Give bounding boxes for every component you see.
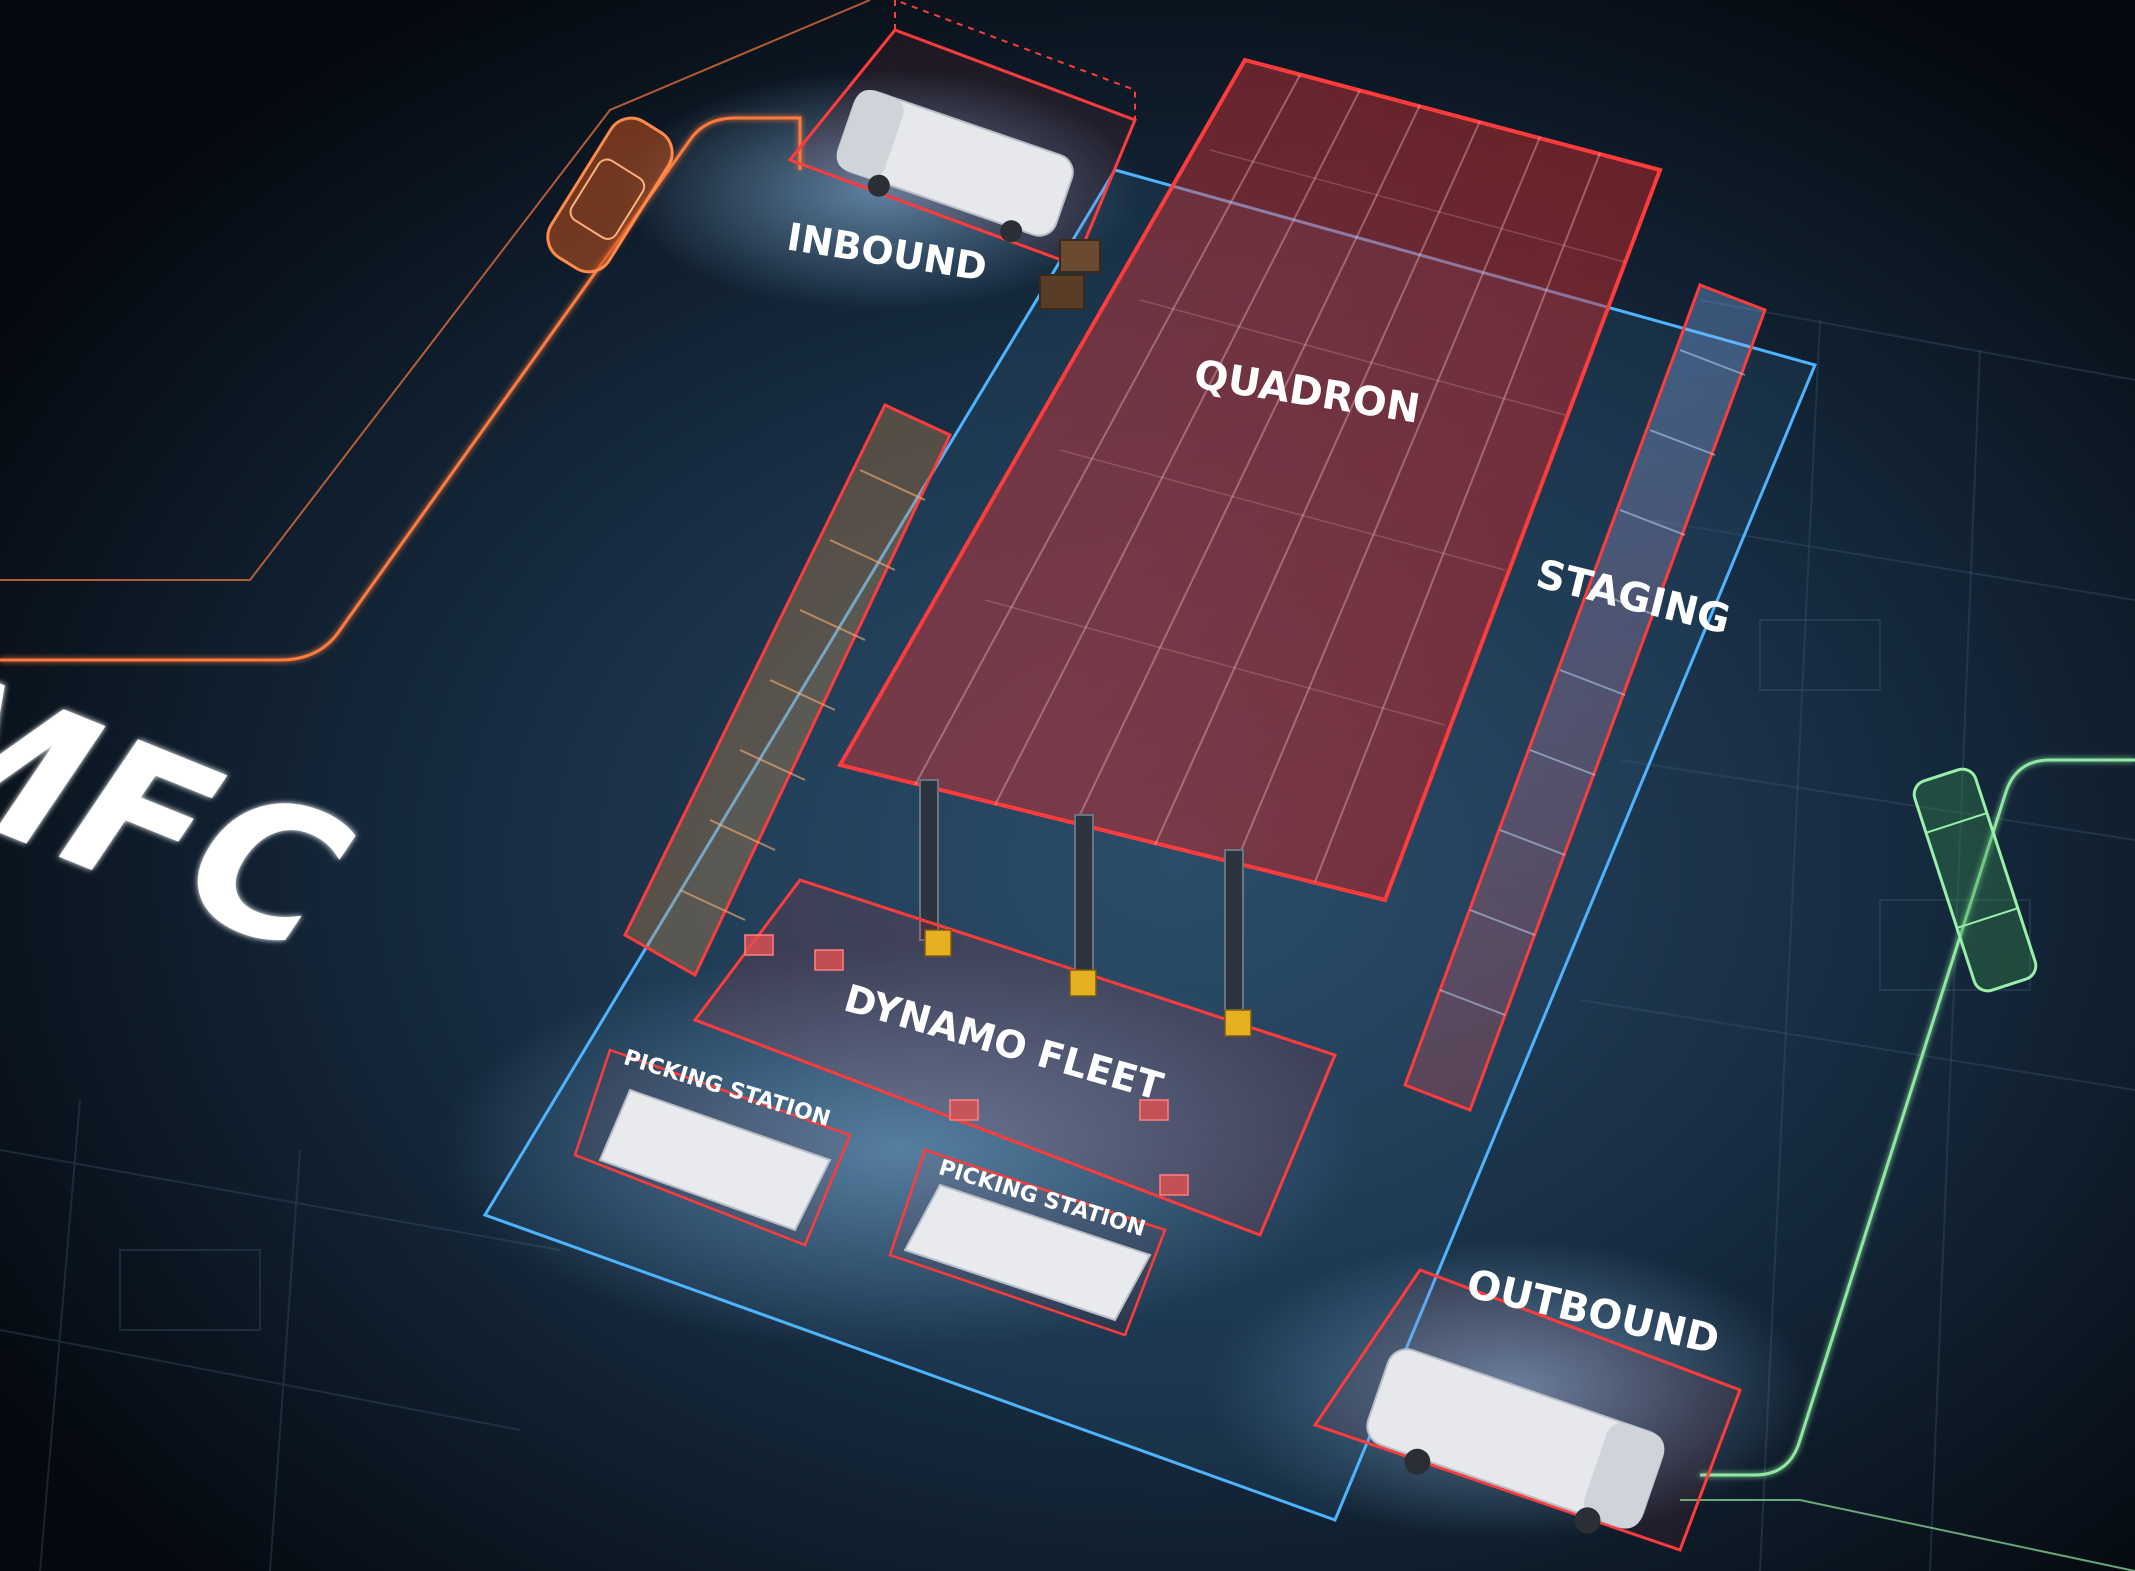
inbound-box bbox=[1039, 274, 1085, 310]
lift-marker bbox=[924, 929, 952, 957]
outbound-route-line bbox=[1700, 758, 2135, 1477]
quadron-column bbox=[1224, 849, 1244, 1011]
inbound-van bbox=[836, 90, 1074, 243]
quadron-column bbox=[1074, 814, 1094, 976]
outbound-route-line-lower bbox=[1680, 1499, 2135, 1571]
outbound-van bbox=[1366, 1348, 1665, 1534]
dynamo-robot bbox=[1159, 1174, 1189, 1196]
dynamo-robot bbox=[744, 934, 774, 956]
dynamo-robot bbox=[814, 949, 844, 971]
lift-marker bbox=[1069, 969, 1097, 997]
inbound-route-line bbox=[0, 116, 802, 662]
dynamo-robot bbox=[949, 1099, 979, 1121]
lift-marker bbox=[1224, 1009, 1252, 1037]
inbound-route-line-upper bbox=[0, 0, 871, 581]
inbound-vehicle-wireframe bbox=[546, 116, 674, 274]
dynamo-robot bbox=[1139, 1099, 1169, 1121]
quadron-zone: QUADRON bbox=[836, 57, 1663, 1011]
dynamo-fleet-zone: DYNAMO FLEET bbox=[692, 878, 1338, 1237]
outbound-vehicle-wireframe bbox=[1912, 767, 2038, 993]
quadron-column bbox=[919, 779, 939, 941]
inbound-box bbox=[1059, 239, 1101, 273]
side-storage-rack bbox=[623, 403, 953, 978]
